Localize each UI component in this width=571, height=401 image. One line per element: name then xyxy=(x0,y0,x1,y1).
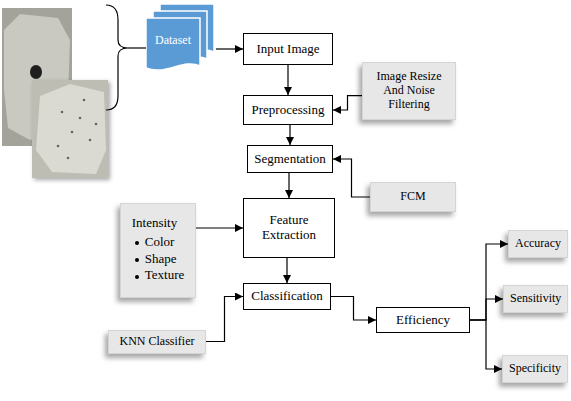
cell-image xyxy=(32,80,108,178)
flow-arrow xyxy=(287,65,288,95)
node-label: KNN Classifier xyxy=(120,335,195,349)
bracket xyxy=(106,5,128,110)
process-box: Feature Extraction xyxy=(243,198,335,258)
flow-arrow xyxy=(333,159,370,197)
flow-arrow xyxy=(286,258,287,283)
list-heading: Intensity xyxy=(132,216,178,231)
list-item: Texture xyxy=(145,268,185,283)
bullet-dot xyxy=(135,241,139,245)
process-box: Input Image xyxy=(243,33,333,65)
flow-arrow xyxy=(470,299,503,320)
node-label: Efficiency xyxy=(396,313,450,328)
bullet-dot xyxy=(135,258,139,262)
flow-arrow xyxy=(470,320,502,369)
feature-list-box: IntensityColorShapeTexture xyxy=(120,203,196,298)
flow-arrow xyxy=(289,125,290,145)
input-box: FCM xyxy=(370,182,456,212)
flow-arrow xyxy=(196,227,243,228)
node-label: Feature Extraction xyxy=(250,213,328,243)
dataset-stack: Dataset xyxy=(146,4,216,74)
flow-arrow xyxy=(333,96,362,110)
flow-arrow xyxy=(331,297,376,321)
metric-box: Specificity xyxy=(502,355,568,383)
process-box: Segmentation xyxy=(247,145,333,173)
bracket-line xyxy=(128,47,146,48)
node-label: Sensitivity xyxy=(510,292,561,306)
flow-arrow xyxy=(288,173,289,198)
input-box: Image Resize And Noise Filtering xyxy=(362,62,456,120)
node-label: Input Image xyxy=(256,42,319,57)
node-label: Accuracy xyxy=(515,237,561,251)
metric-box: Accuracy xyxy=(508,230,568,258)
process-box: Preprocessing xyxy=(243,95,333,125)
process-box: Classification xyxy=(243,283,331,310)
input-box: KNN Classifier xyxy=(108,330,206,354)
node-label: Classification xyxy=(251,289,323,304)
process-box: Efficiency xyxy=(376,307,470,333)
node-label: Image Resize And Noise Filtering xyxy=(369,70,449,111)
bullet-dot xyxy=(135,275,139,279)
node-label: Preprocessing xyxy=(252,103,325,118)
node-label: Segmentation xyxy=(254,152,326,167)
node-label: Dataset xyxy=(146,20,200,60)
flow-arrow xyxy=(216,48,243,49)
metric-box: Sensitivity xyxy=(503,285,568,313)
flow-arrow xyxy=(206,297,243,342)
node-label: Specificity xyxy=(509,362,561,376)
list-item: Color xyxy=(145,235,175,250)
node-label: FCM xyxy=(400,190,425,204)
list-item: Shape xyxy=(145,252,177,267)
